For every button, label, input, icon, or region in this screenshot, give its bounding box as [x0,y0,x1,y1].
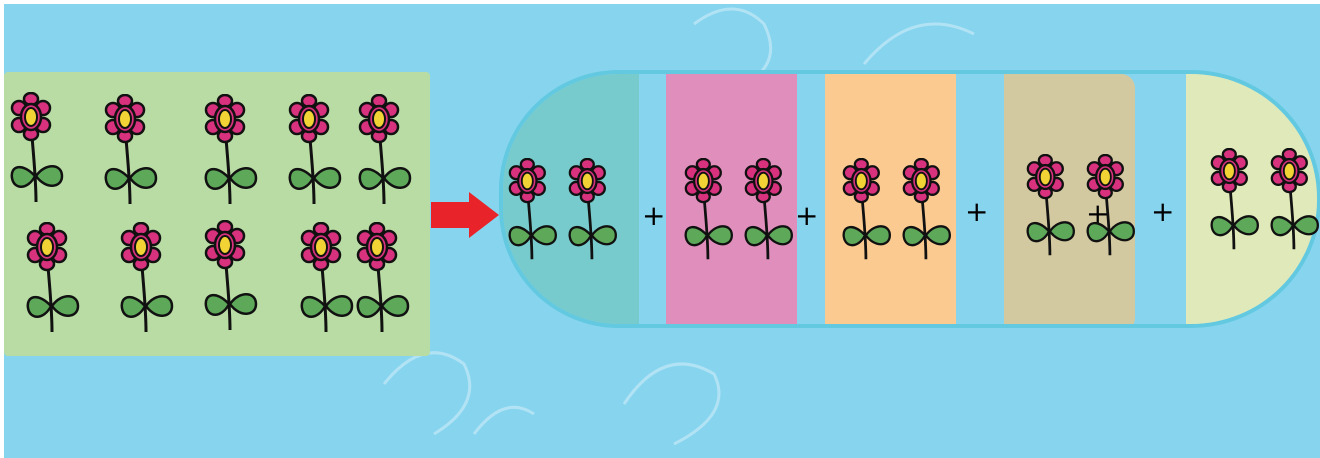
source-flower [204,219,260,336]
source-flower [204,93,260,210]
group-3-flower [902,157,954,265]
group-5 [1186,74,1317,324]
group-3 [825,74,956,324]
source-flower [104,93,160,210]
source-flower [358,93,414,210]
group-1-flower [508,157,560,265]
plus-sign-2: + [795,199,819,232]
plus-sign-5: + [1151,195,1175,228]
source-flower [120,221,176,338]
source-flower [300,221,356,338]
group-2-flower [744,157,796,265]
source-flower [10,91,66,208]
group-2 [666,74,797,324]
plus-sign-1: + [642,199,666,232]
source-flower [356,221,412,338]
group-1-flower [568,157,620,265]
group-4-flower [1026,153,1078,261]
group-5-flower [1210,147,1262,255]
group-3-flower [842,157,894,265]
group-2-flower [684,157,736,265]
arrow-right-icon [431,192,499,238]
plus-sign-4: + [1086,197,1110,230]
group-4 [1004,74,1135,324]
plus-sign-3: + [965,195,989,228]
group-5-flower [1270,147,1320,255]
diagram-canvas: + + + + + [4,4,1320,458]
source-flower [26,221,82,338]
group-4-flower [1086,153,1138,261]
source-flower [288,93,344,210]
